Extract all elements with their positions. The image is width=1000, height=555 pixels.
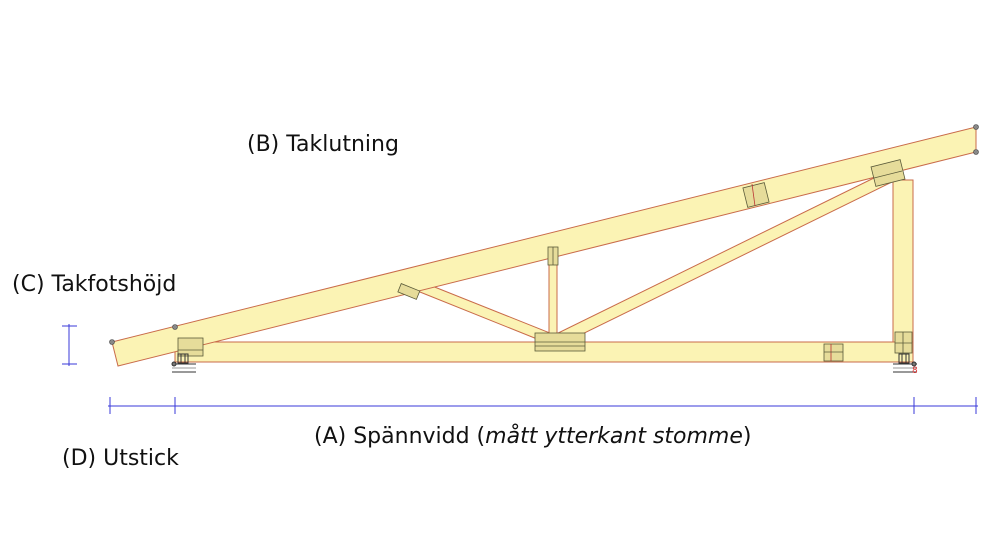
support-right: 8 (893, 353, 918, 376)
label-span: (A) Spännvidd (mått ytterkant stomme) (314, 424, 752, 450)
label-eave-height: (C) Takfotshöjd (12, 272, 177, 297)
label-span-suffix: ) (742, 424, 752, 449)
label-span-italic: mått ytterkant stomme (485, 424, 743, 449)
plate-bottom-splice (823, 343, 844, 362)
connector-plates (177, 159, 913, 362)
truss-members (111, 126, 977, 367)
label-roof-pitch: (B) Taklutning (247, 132, 399, 157)
corner-markers (109, 124, 979, 345)
svg-text:8: 8 (912, 366, 918, 376)
plate-left-web-joint (397, 283, 421, 300)
dimension-eave-height (62, 324, 77, 366)
plate-bottom-center (534, 332, 586, 352)
label-span-prefix: (A) Spännvidd ( (314, 424, 486, 449)
plate-apex-joint (870, 159, 906, 187)
dimension-span (108, 397, 978, 414)
label-overhang: (D) Utstick (62, 446, 179, 471)
support-left (171, 353, 196, 373)
plate-top-chord-splice (742, 182, 770, 208)
heel-plate-left (177, 337, 204, 357)
plate-web-top (547, 246, 559, 266)
heel-plate-right (894, 331, 913, 354)
